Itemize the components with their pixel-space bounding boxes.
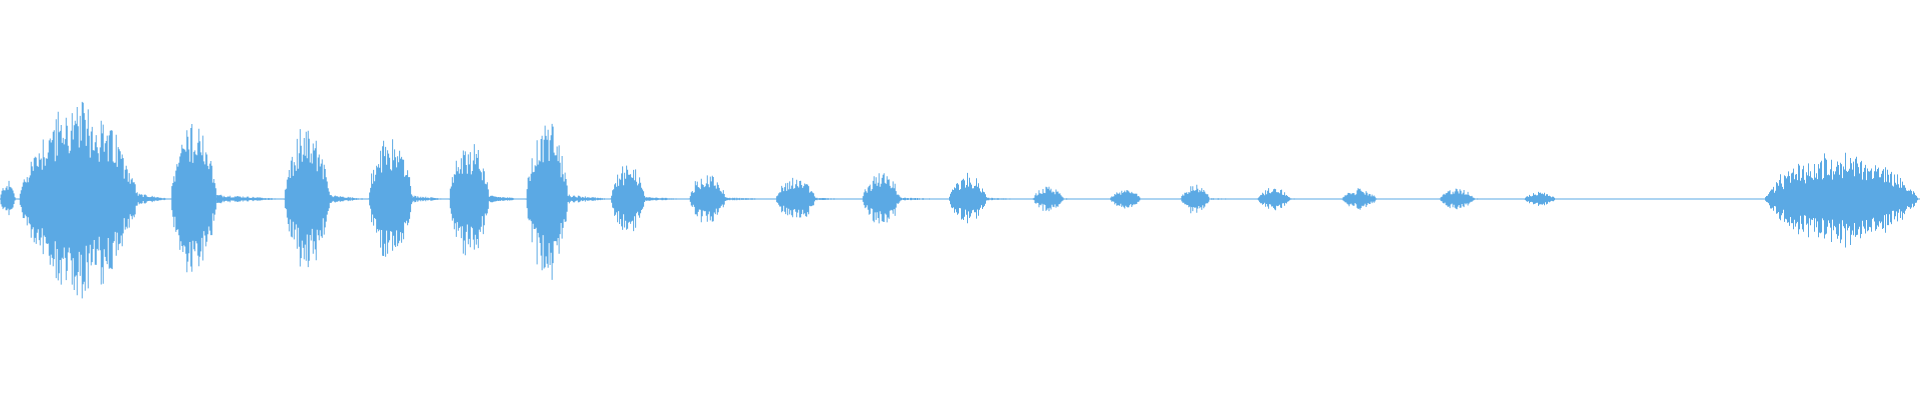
waveform-trace bbox=[0, 101, 1918, 299]
waveform-bars bbox=[0, 101, 1918, 299]
